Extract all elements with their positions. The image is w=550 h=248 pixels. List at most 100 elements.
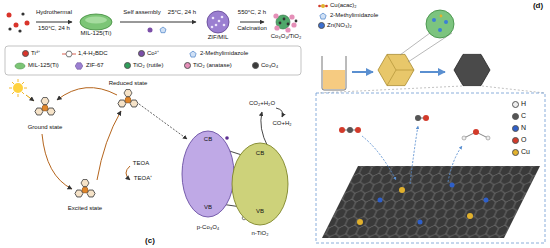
cycle-arrow <box>57 88 117 100</box>
dye-molecule <box>34 90 139 199</box>
node-shape <box>223 24 226 27</box>
band-label: VB <box>256 208 264 215</box>
node-shape <box>215 24 218 27</box>
zoom-box <box>316 93 545 243</box>
legend-item: 1,4-H₂BDC <box>62 50 108 58</box>
hydrothermal-arrow <box>36 22 72 23</box>
legend-text: Cu(acac)₂ <box>330 2 357 9</box>
zoom-view <box>438 28 442 32</box>
node-shape <box>287 23 290 26</box>
band-label: CB <box>204 136 212 143</box>
text-label: Reduced state <box>109 80 148 87</box>
molecule <box>410 126 418 184</box>
precursor-dots <box>18 29 21 32</box>
legend-swatch <box>512 137 519 144</box>
graphene-sheet <box>484 198 489 203</box>
node-shape <box>274 25 279 30</box>
legend-swatch <box>512 101 519 108</box>
mof-crystal <box>378 54 414 85</box>
mof-crystal <box>378 54 414 85</box>
node-shape <box>182 131 234 217</box>
text-label: Hydrothermal <box>36 9 72 16</box>
legend-icon <box>318 5 321 8</box>
legend-swatch <box>512 113 519 120</box>
node-shape <box>180 130 236 234</box>
zoom-lines <box>482 86 545 93</box>
zoom-view <box>440 15 443 18</box>
node-shape <box>211 26 214 29</box>
sun-icon <box>24 88 27 89</box>
sun-icon <box>9 88 12 89</box>
legend-text: C <box>521 112 526 120</box>
zoom-lines <box>318 86 545 93</box>
text-label: 150°C, 24 h <box>38 25 70 32</box>
precursor-dots <box>7 12 30 32</box>
node-shape <box>289 14 294 19</box>
assembly-icons <box>160 27 166 33</box>
legend-swatch <box>252 62 259 69</box>
text-label: (c) <box>145 236 155 246</box>
legend-text: Co₃O₄ <box>261 62 278 69</box>
legend-swatch <box>184 62 191 69</box>
cycle-arrow <box>42 88 130 189</box>
legend-text: Co²⁺ <box>147 50 159 57</box>
molecule <box>448 146 462 182</box>
legend-item: TiO₂ (anatase) <box>184 62 232 69</box>
legend-icon <box>321 4 325 8</box>
molecule <box>339 127 345 133</box>
assembly-icons <box>148 27 167 33</box>
text-label: TEOA⁺ <box>134 175 152 182</box>
molecule <box>486 136 490 140</box>
graphene-sheet <box>378 198 383 203</box>
sun-icon <box>9 79 27 97</box>
zoom-lines <box>318 86 462 93</box>
zoom-view <box>444 20 448 24</box>
legend-icon <box>75 63 83 70</box>
node-shape <box>285 27 290 32</box>
text-label: Calcination <box>237 25 267 32</box>
legend-item: Ti⁴⁺ <box>22 50 40 57</box>
molecule <box>362 136 396 180</box>
legend-item: 2-Methylimidazole <box>188 50 248 58</box>
node-shape <box>74 10 118 48</box>
graphene-sheet <box>418 220 423 225</box>
legend-swatch <box>512 125 519 132</box>
text-label: (d) <box>533 1 543 11</box>
legend-text: O <box>521 136 526 144</box>
precursor-dots <box>25 21 30 26</box>
legend-swatch <box>22 50 29 57</box>
sun-icon <box>13 83 23 93</box>
legend-item: C <box>512 112 526 120</box>
legend-item: MIL-125(Ti) <box>14 62 59 70</box>
precursor-dots <box>21 12 24 15</box>
graphene-sheet <box>467 213 473 219</box>
semiconductor-ellipse: CBVBp-Co₃O₄ <box>180 130 236 234</box>
precursor-dots <box>8 27 11 30</box>
beaker <box>322 56 346 90</box>
charge-carriers <box>261 112 268 147</box>
legend-text: 1,4-H₂BDC <box>78 50 108 57</box>
legend-icon <box>15 63 25 69</box>
molecule <box>347 127 353 133</box>
legend-icon <box>66 51 72 57</box>
material-node: MIL-125(Ti) <box>74 10 118 48</box>
molecule <box>462 136 466 140</box>
sun-icon <box>18 94 19 97</box>
band-label: CB <box>256 150 264 157</box>
semiconductor-label: p-Co₃O₄ <box>197 224 220 231</box>
legend-text: Cu <box>521 148 530 156</box>
legend-item: TiO₂ (rutile) <box>124 62 163 69</box>
text-label: Excited state <box>68 205 102 212</box>
zoom-view <box>432 18 436 22</box>
legend-icon <box>320 13 326 19</box>
node-shape <box>291 22 296 27</box>
legend-swatch <box>318 22 325 29</box>
legend-item: Co²⁺ <box>138 50 159 57</box>
legend-text: 2-Methylimidazole <box>200 50 248 57</box>
edge-label: 25°C, 24 h <box>168 9 196 16</box>
legend-icon <box>190 51 196 57</box>
molecule <box>473 129 479 135</box>
material-label: MIL-125(Ti) <box>81 30 112 37</box>
node-shape <box>279 22 282 25</box>
